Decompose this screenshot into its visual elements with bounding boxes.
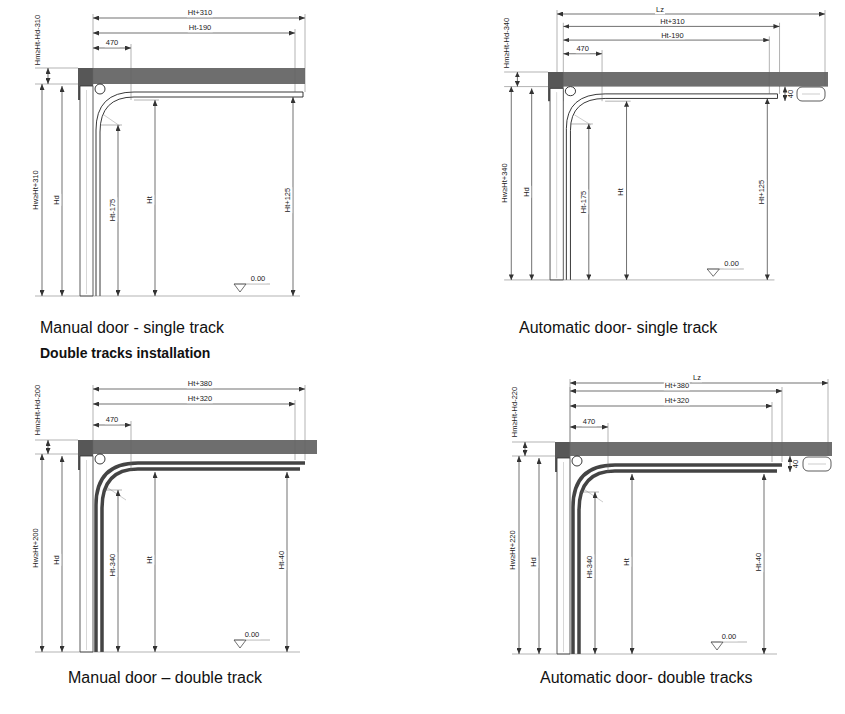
dimension-label: 0.00	[250, 275, 267, 283]
dimension-label: 470	[105, 416, 120, 424]
automatic-single-extras	[557, 10, 828, 101]
dimension-label: 470	[575, 45, 590, 53]
dimension-label: Ht+125	[284, 187, 292, 213]
view-caption: Automatic door- single track	[519, 318, 717, 337]
dimension-label: Ht	[146, 555, 154, 565]
dimension-label: Ht-40	[755, 552, 763, 572]
dimension-label: 40	[787, 89, 795, 99]
double-track-section	[35, 385, 317, 652]
dimension-label: 0.00	[244, 631, 261, 639]
dimension-label: Lz	[692, 374, 702, 382]
dimension-label: Hw≥Ht+200	[32, 527, 40, 568]
dimension-label: 40	[792, 459, 800, 469]
section-heading: Double tracks installation	[40, 345, 210, 362]
dimension-label: Ht+320	[664, 397, 690, 405]
dimension-label: Ht-40	[278, 550, 286, 570]
dimension-label: Ht+380	[664, 382, 690, 390]
view-caption: Automatic door- double tracks	[540, 668, 753, 687]
dimension-label: Hd	[523, 187, 531, 199]
dimension-label: Ht-190	[188, 24, 213, 32]
dimension-label: Ht-175	[109, 198, 117, 223]
dimension-label: Hm≥Ht-Hd-310	[34, 14, 42, 66]
dimension-label: 0.00	[723, 261, 740, 269]
dimension-label: Ht+125	[758, 179, 766, 205]
dimension-label: Ht-175	[580, 189, 588, 214]
view-caption: Manual door – double track	[68, 668, 262, 687]
dimension-label: Hd	[53, 194, 61, 206]
dimension-label: Hm≥Ht-Hd-200	[34, 384, 42, 436]
dimension-label: Hm≥Ht-Hd-340	[503, 17, 511, 69]
dimension-label: 470	[105, 39, 120, 47]
dimension-label: 470	[582, 418, 597, 426]
dimension-label: Ht+320	[187, 395, 213, 403]
dimension-label: Hw≥Ht+310	[32, 169, 40, 210]
dimension-label: Lz	[655, 6, 665, 14]
view-caption: Manual door - single track	[40, 318, 224, 337]
dimension-label: Ht+310	[659, 18, 685, 26]
dimension-label: Ht-340	[586, 555, 594, 580]
dimension-label: 0.00	[721, 633, 738, 641]
dimension-label: Ht+380	[187, 380, 213, 388]
dimension-label: Ht+310	[187, 9, 213, 17]
dimension-label: Hd	[53, 554, 61, 566]
single-track-section	[35, 14, 305, 296]
automatic-double-extras	[570, 379, 832, 472]
dimension-label: Hw≥Ht+220	[509, 529, 517, 570]
dimension-label: Ht	[146, 195, 154, 205]
dimension-label: Hd	[530, 556, 538, 568]
dimension-label: Ht-190	[660, 32, 685, 40]
dimension-label: Hw≥Ht+340	[501, 163, 509, 204]
dimension-label: Ht	[623, 557, 631, 567]
dimension-label: Ht	[618, 188, 626, 198]
dimension-label: Ht-340	[109, 553, 117, 578]
dimension-label: Hm≥Ht-Hd-220	[511, 386, 519, 438]
